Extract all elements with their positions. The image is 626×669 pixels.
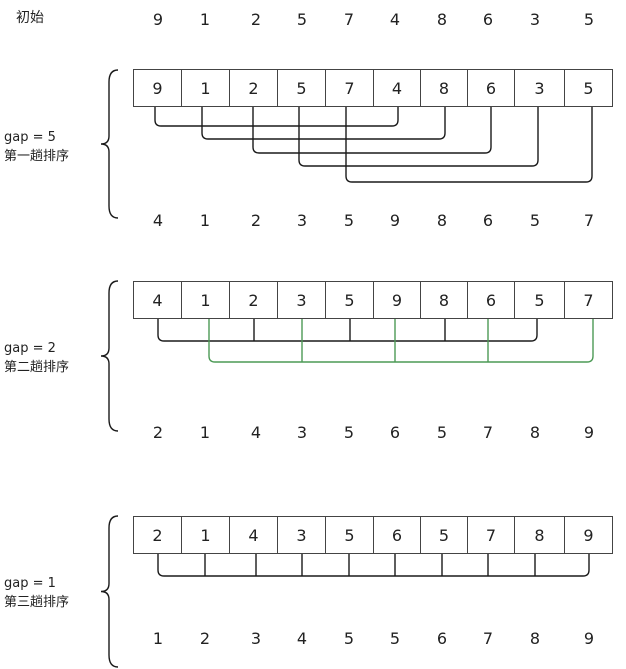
array-cell: 7 <box>564 281 613 319</box>
array-cell: 4 <box>229 516 278 554</box>
result-value: 1 <box>152 629 164 648</box>
pass3-gap-label: gap = 1 <box>4 576 56 591</box>
result-value: 5 <box>529 211 541 230</box>
array-cell: 5 <box>420 516 468 554</box>
array-cell: 1 <box>181 281 230 319</box>
result-value: 5 <box>343 211 355 230</box>
result-value: 5 <box>343 423 355 442</box>
result-value: 7 <box>482 423 494 442</box>
result-value: 2 <box>152 423 164 442</box>
initial-value: 5 <box>583 10 595 29</box>
initial-value: 4 <box>389 10 401 29</box>
initial-value: 7 <box>343 10 355 29</box>
result-value: 9 <box>583 629 595 648</box>
array-cell: 4 <box>373 69 421 107</box>
initial-value: 3 <box>529 10 541 29</box>
pass2-gap-label: gap = 2 <box>4 341 56 356</box>
array-cell: 2 <box>133 516 182 554</box>
array-cell: 4 <box>133 281 182 319</box>
result-value: 9 <box>389 211 401 230</box>
result-value: 6 <box>482 211 494 230</box>
brace <box>100 280 119 432</box>
array-cell: 1 <box>181 516 230 554</box>
array-cell: 5 <box>325 516 374 554</box>
array-cell: 8 <box>420 69 468 107</box>
array-cell: 5 <box>564 69 613 107</box>
pair-bracket <box>201 107 446 140</box>
array-cell: 5 <box>277 69 326 107</box>
pass3-title: 第三趟排序 <box>4 595 70 610</box>
initial-value: 2 <box>250 10 262 29</box>
array-cell: 2 <box>229 281 278 319</box>
result-value: 5 <box>343 629 355 648</box>
group-bracket-even <box>157 319 538 342</box>
result-value: 1 <box>199 211 211 230</box>
array-cell: 3 <box>277 281 326 319</box>
array-cell: 6 <box>373 516 421 554</box>
array-cell: 9 <box>133 69 182 107</box>
pair-bracket <box>298 107 539 167</box>
array-cell: 5 <box>325 281 374 319</box>
result-value: 5 <box>389 629 401 648</box>
array-cell: 6 <box>467 281 515 319</box>
initial-label: 初始 <box>16 10 44 26</box>
result-value: 9 <box>583 423 595 442</box>
result-value: 5 <box>436 423 448 442</box>
result-value: 4 <box>152 211 164 230</box>
initial-value: 6 <box>482 10 494 29</box>
result-value: 3 <box>296 211 308 230</box>
result-value: 4 <box>250 423 262 442</box>
pair-bracket <box>252 107 492 154</box>
pair-bracket <box>345 107 593 183</box>
array-cell: 1 <box>181 69 230 107</box>
array-cell: 6 <box>467 69 515 107</box>
initial-value: 9 <box>152 10 164 29</box>
result-value: 2 <box>250 211 262 230</box>
result-value: 7 <box>482 629 494 648</box>
result-value: 2 <box>199 629 211 648</box>
result-value: 1 <box>199 423 211 442</box>
initial-value: 5 <box>296 10 308 29</box>
brace <box>100 515 119 668</box>
initial-value: 8 <box>436 10 448 29</box>
result-value: 4 <box>296 629 308 648</box>
pass1-title: 第一趟排序 <box>4 149 70 164</box>
pass1-gap-label: gap = 5 <box>4 130 56 145</box>
pair-bracket <box>154 107 399 127</box>
pass2-title: 第二趟排序 <box>4 360 70 375</box>
array-cell: 7 <box>467 516 515 554</box>
result-value: 8 <box>436 211 448 230</box>
array-cell: 7 <box>325 69 374 107</box>
result-value: 3 <box>296 423 308 442</box>
brace <box>100 69 119 219</box>
group-bracket-odd <box>208 319 594 363</box>
group-bracket-all <box>157 554 590 577</box>
array-cell: 9 <box>564 516 613 554</box>
result-value: 8 <box>529 423 541 442</box>
array-cell: 2 <box>229 69 278 107</box>
result-value: 3 <box>250 629 262 648</box>
result-value: 8 <box>529 629 541 648</box>
array-cell: 8 <box>514 516 565 554</box>
result-value: 6 <box>389 423 401 442</box>
array-cell: 3 <box>277 516 326 554</box>
array-cell: 8 <box>420 281 468 319</box>
array-cell: 9 <box>373 281 421 319</box>
result-value: 6 <box>436 629 448 648</box>
array-cell: 3 <box>514 69 565 107</box>
initial-value: 1 <box>199 10 211 29</box>
result-value: 7 <box>583 211 595 230</box>
array-cell: 5 <box>514 281 565 319</box>
